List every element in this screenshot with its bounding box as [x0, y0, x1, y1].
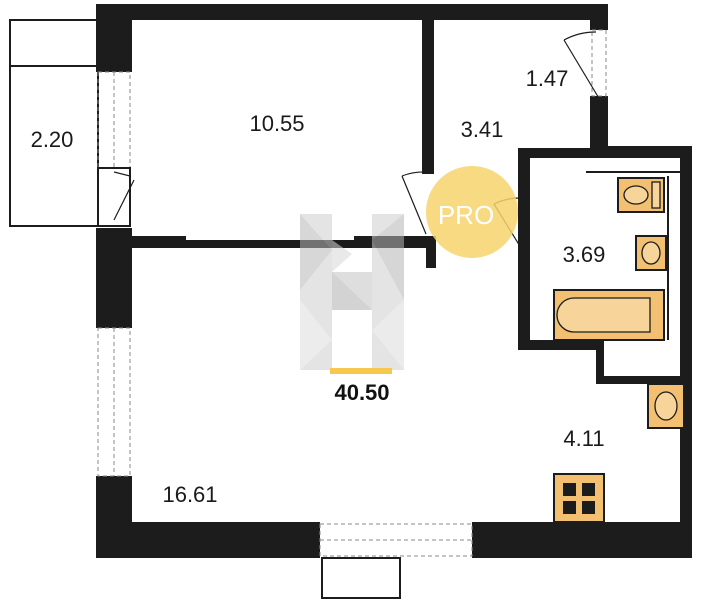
logo-h-watermark [300, 214, 404, 370]
total-underline [330, 368, 392, 374]
pro-badge: PRO [426, 166, 518, 258]
lower-bay [321, 557, 401, 599]
living-room-area: 16.61 [162, 482, 217, 507]
kitchen-sink-icon [647, 383, 685, 429]
balcony-outline [9, 19, 99, 227]
stove-icon [553, 473, 605, 523]
bathroom-sink-icon [635, 235, 667, 271]
hall-area: 3.41 [461, 117, 504, 142]
bathroom-area: 3.69 [563, 242, 606, 267]
windows [97, 29, 607, 557]
total-area: 40.50 [334, 380, 389, 405]
toilet-icon [617, 177, 665, 213]
walls [96, 4, 692, 558]
storage-door [563, 31, 601, 101]
kitchen-area: 4.11 [563, 426, 604, 451]
bedroom-door [401, 171, 427, 235]
pro-badge-text: PRO [438, 200, 494, 230]
storage-area: 1.47 [526, 66, 569, 91]
balcony-door [97, 167, 135, 227]
balcony-area: 2.20 [31, 127, 74, 152]
bedroom-area: 10.55 [249, 111, 304, 136]
bathtub-icon [553, 289, 665, 341]
